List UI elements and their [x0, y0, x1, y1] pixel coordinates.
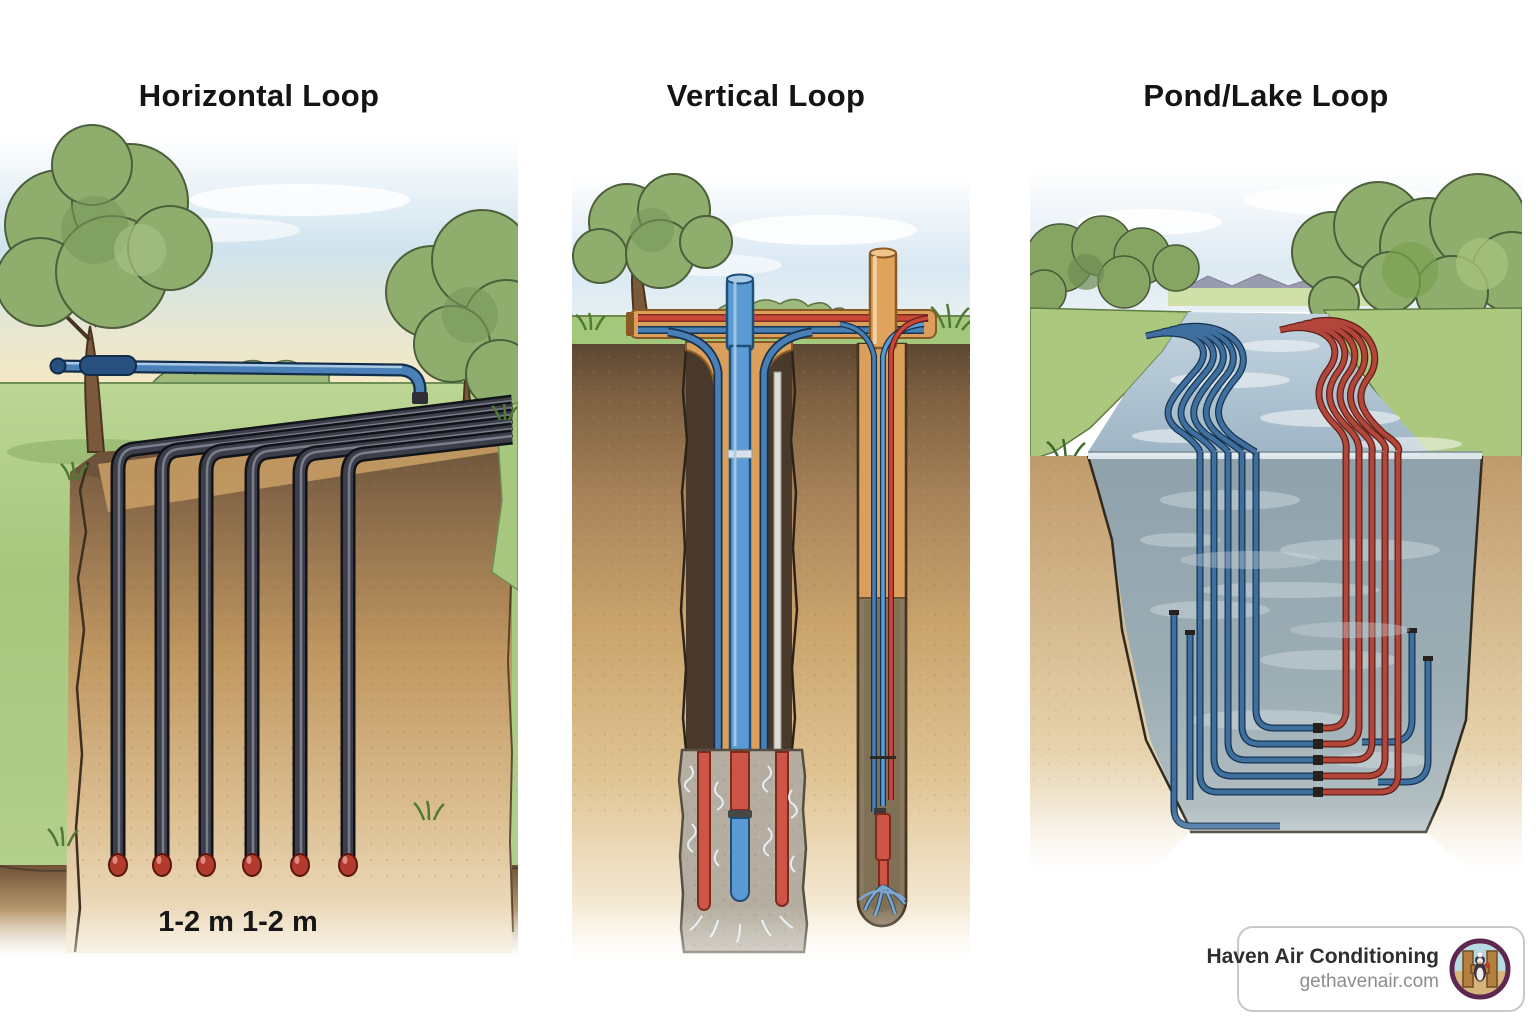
left-trees: [1030, 215, 1200, 315]
loop-drop-pipes-left: [667, 327, 813, 752]
central-standpipe-blue: [725, 273, 755, 754]
grout-roots: [858, 883, 907, 917]
pond-lake-loop-illustration: [1030, 170, 1522, 930]
trench-excavation: [66, 410, 514, 953]
panel-title-pond-lake-loop: Pond/Lake Loop: [1143, 78, 1389, 113]
panel-title-vertical-loop: Vertical Loop: [666, 78, 866, 113]
black-pipe-run: [290, 422, 513, 877]
left-tree: [0, 124, 213, 453]
trench-spacing-label: 1-2 m 1-2 m: [158, 906, 318, 938]
panel-title-horizontal-loop: Horizontal Loop: [138, 78, 380, 113]
ripple-overlay: [1180, 551, 1410, 638]
black-pipe-run: [108, 394, 513, 877]
black-pipe-run: [338, 429, 513, 877]
submerged-loop-coils: [1169, 452, 1433, 830]
right-grass-edge: [491, 402, 518, 591]
pond-lake-loop-panel: [1030, 160, 1522, 930]
pipe-couplings: [1169, 610, 1433, 797]
right-borehole-pipes: [839, 315, 929, 917]
brand-badge-text: Haven Air Conditioning gethavenair.com: [1206, 944, 1439, 994]
company-name: Haven Air Conditioning: [1206, 945, 1439, 968]
bottom-fade: [0, 908, 518, 1000]
horizontal-loop-panel: [0, 120, 518, 1000]
black-pipe-run: [152, 401, 513, 877]
brand-badge: Haven Air Conditioning gethavenair.com: [1206, 926, 1525, 1012]
black-pipe-run: [242, 415, 513, 877]
supply-header-pipe: [49, 355, 428, 404]
vertical-loop-panel: [572, 160, 970, 1024]
bottom-fade: [1030, 808, 1522, 930]
black-pipe-run: [196, 408, 513, 877]
surface-pipe-bundles: [1145, 317, 1403, 456]
ground-loop-pipes: [108, 394, 513, 877]
company-website: gethavenair.com: [1299, 971, 1439, 993]
vertical-loop-illustration: [572, 173, 970, 1016]
horizontal-loop-illustration: [0, 124, 518, 1000]
right-standpipe-orange: [868, 247, 898, 350]
grass-tufts: [47, 403, 518, 847]
haven-air-logo-icon: [1449, 938, 1511, 1000]
left-tree: [572, 173, 733, 319]
bottom-fade: [572, 906, 970, 1016]
